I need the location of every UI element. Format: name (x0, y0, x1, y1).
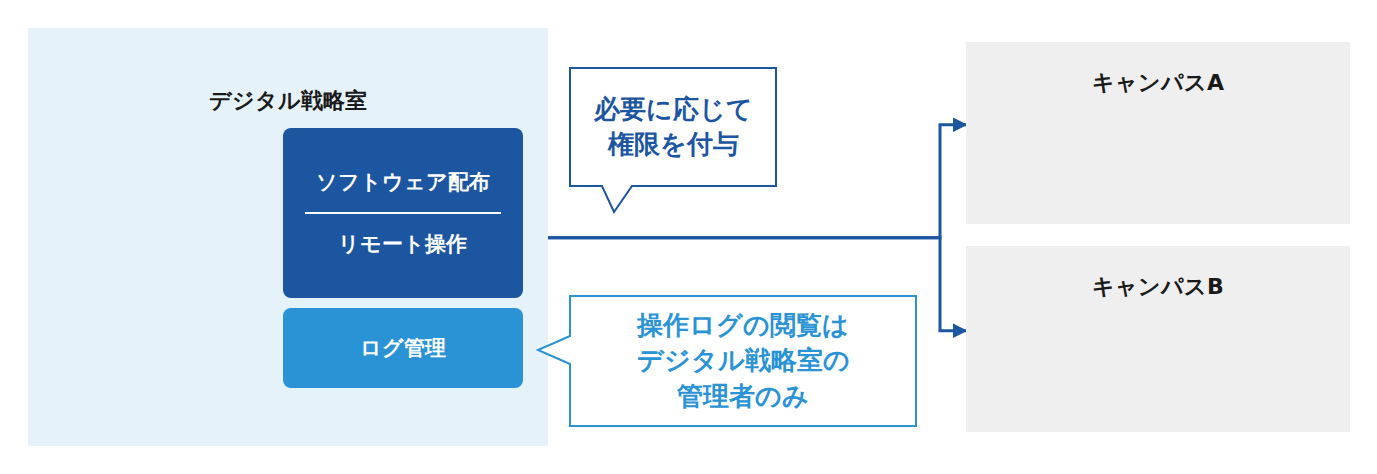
callout-bubble: 必要に応じて 権限を付与 (570, 68, 776, 186)
panel-title: デジタル戦略室 (209, 86, 367, 116)
function-box: ソフトウェア配布リモート操作 (283, 128, 523, 298)
department-panel: デジタル戦略室ソフトウェア配布リモート操作ログ管理 (28, 28, 548, 446)
box-label: ログ管理 (360, 334, 446, 362)
panel-title: キャンパスA (1092, 68, 1224, 98)
bubble-path (570, 68, 776, 212)
panel-title: キャンパスB (1092, 272, 1224, 302)
box-label: ソフトウェア配布 (305, 152, 502, 212)
campus-panel: キャンパスB (966, 246, 1350, 432)
callout-text: 必要に応じて 権限を付与 (586, 92, 760, 162)
box-label: リモート操作 (305, 212, 502, 274)
callout-text: 操作ログの閲覧は デジタル戦略室の 管理者のみ (586, 308, 900, 413)
bubble-outline (570, 68, 776, 186)
bubble-path (538, 296, 916, 426)
campus-panel: キャンパスA (966, 42, 1350, 224)
callout-bubble: 操作ログの閲覧は デジタル戦略室の 管理者のみ (570, 296, 916, 426)
log-box: ログ管理 (283, 308, 523, 388)
